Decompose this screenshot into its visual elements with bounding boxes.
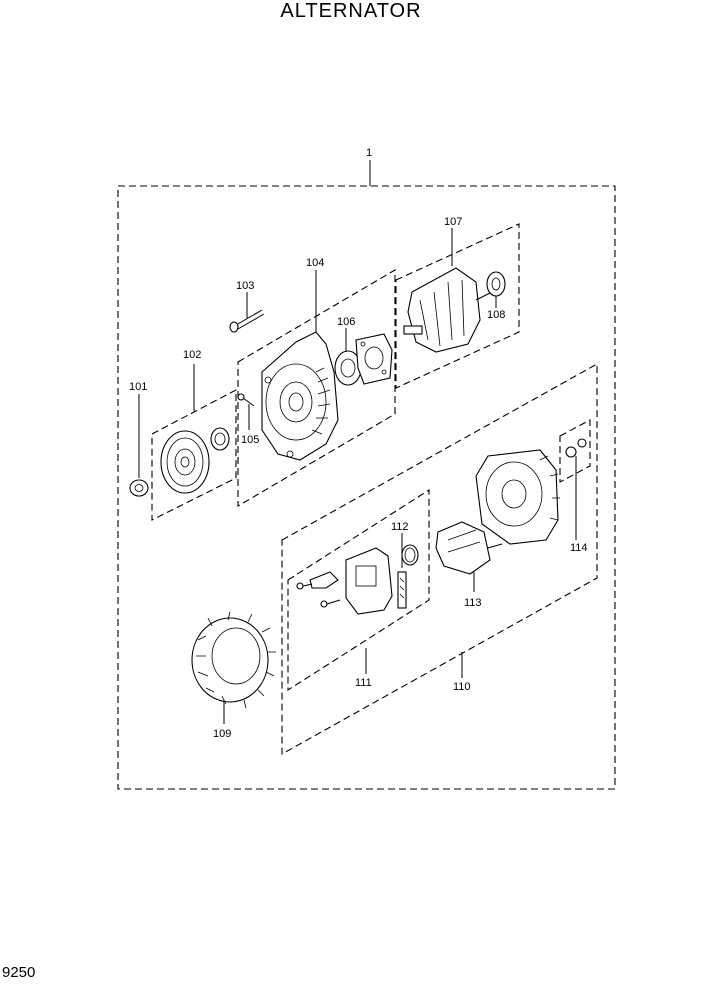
callout-114: 114: [570, 542, 588, 554]
callout-103: 103: [236, 280, 254, 292]
callout-102: 102: [183, 349, 201, 361]
part-107-rotor: [403, 267, 493, 353]
part-104-front-housing: [261, 331, 339, 461]
part-105-screw: [237, 393, 255, 407]
group-107-boundary: [395, 223, 520, 389]
part-110-rear-housing: [475, 449, 560, 545]
page-title: ALTERNATOR: [280, 0, 422, 22]
callout-112: 112: [391, 521, 409, 533]
callout-108: 108: [487, 309, 505, 321]
part-103-bolt: [229, 309, 265, 333]
callout-106: 106: [337, 316, 355, 328]
part-109-stator: [191, 611, 276, 709]
group-110-boundary: [281, 363, 598, 755]
callout-111: 111: [355, 677, 372, 689]
part-112-brush: [397, 544, 419, 609]
part-101-nut: [129, 479, 149, 497]
callout-110: 110: [453, 681, 471, 693]
part-102-pulley: [160, 427, 230, 494]
assembly-boundary: [117, 185, 616, 790]
page-number: 9250: [2, 964, 36, 981]
callout-107: 107: [444, 216, 462, 228]
part-108-bearing: [486, 271, 506, 297]
part-106-bearing: [334, 333, 393, 386]
group-114-boundary: [559, 419, 591, 483]
group-111-boundary: [287, 488, 430, 692]
part-113-rectifier: [435, 521, 503, 575]
part-111-regulator: [296, 547, 393, 615]
callout-113: 113: [464, 597, 482, 609]
group-104-boundary: [237, 269, 396, 507]
callout-105: 105: [241, 434, 259, 446]
callout-101: 101: [129, 381, 147, 393]
callout-109: 109: [213, 728, 231, 740]
group-102-boundary: [151, 389, 237, 521]
callout-104: 104: [306, 257, 324, 269]
part-114-nut: [565, 438, 587, 458]
callout-1: 1: [366, 147, 372, 159]
